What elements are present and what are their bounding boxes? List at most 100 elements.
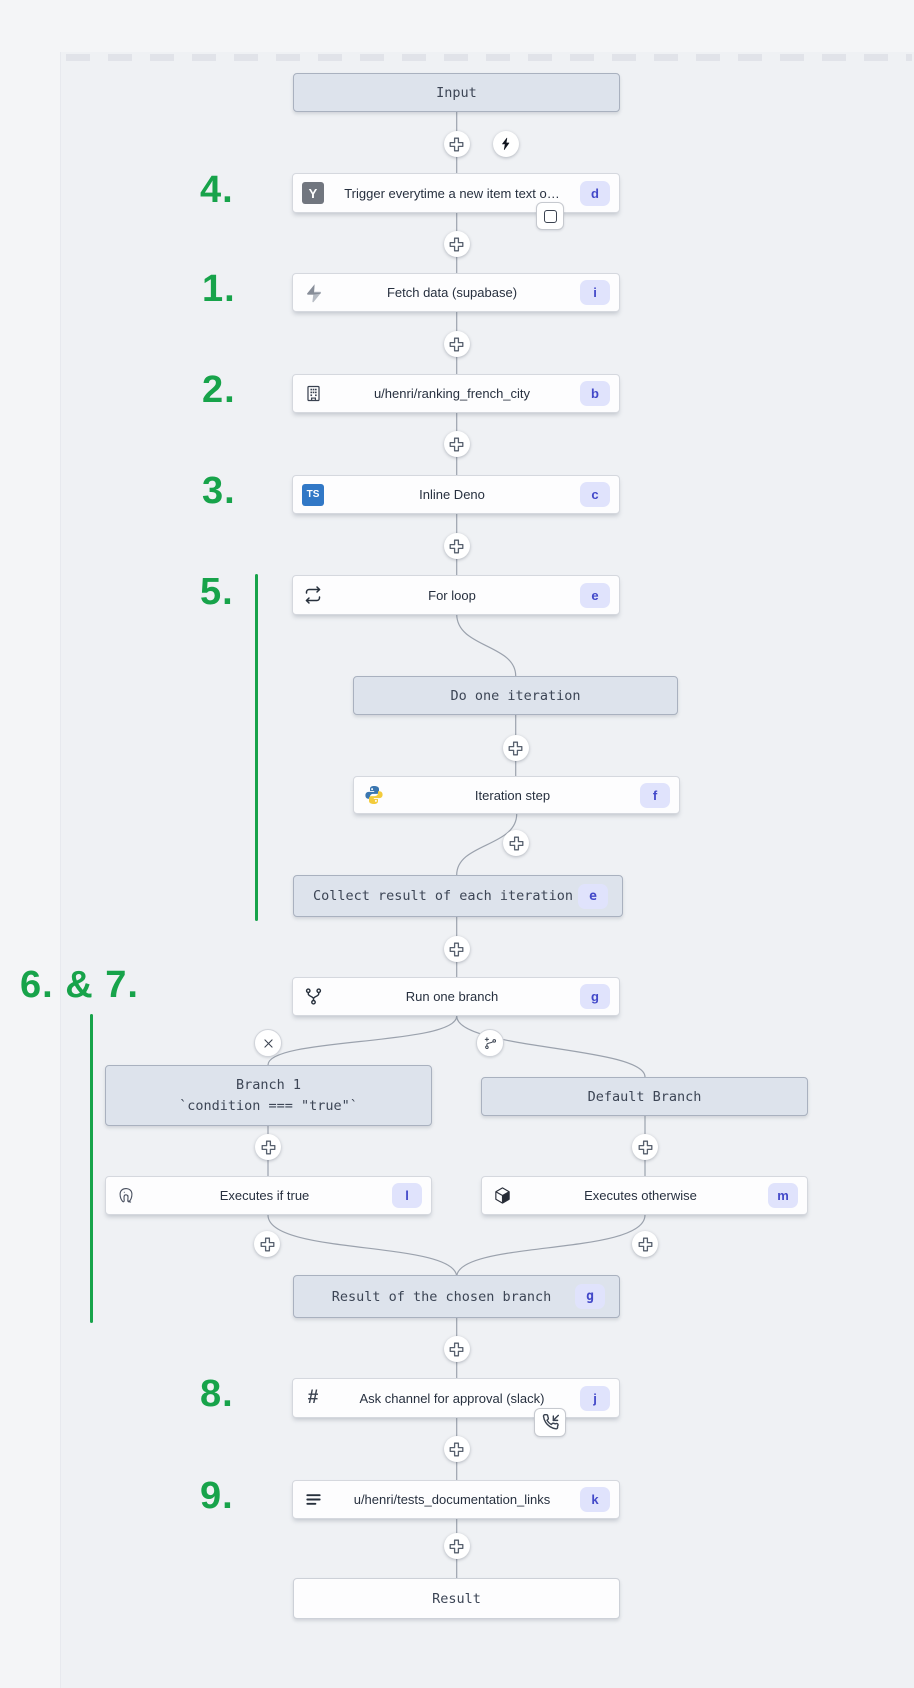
insert-step-button[interactable] — [443, 131, 470, 157]
node-executes-if-true-label: Executes if true — [219, 1188, 310, 1203]
step-id-badge: f — [640, 782, 670, 808]
node-ask-approval[interactable]: # Ask channel for approval (slack) j — [292, 1378, 620, 1418]
plus-icon — [449, 137, 464, 151]
plus-icon — [449, 337, 464, 351]
slack-hash-icon: # — [307, 1387, 319, 1408]
step-id-badge: b — [580, 381, 610, 406]
node-iteration-step-label: Iteration step — [474, 787, 551, 803]
node-run-one-branch[interactable]: Run one branch g — [292, 977, 620, 1016]
do-one-iteration-label: Do one iteration — [450, 687, 581, 704]
early-stop-badge[interactable] — [536, 202, 564, 230]
node-trigger-label: Trigger everytime a new item text o… — [344, 185, 560, 201]
annotation-step-6-7: 6. & 7. — [20, 964, 139, 1006]
result-chosen-branch-node[interactable]: Result of the chosen branch g — [293, 1275, 620, 1318]
node-executes-if-true[interactable]: Executes if true l — [105, 1176, 432, 1215]
branch-add-icon — [484, 1036, 496, 1049]
node-inline-deno[interactable]: TS Inline Deno c — [292, 475, 620, 514]
input-node-label: Input — [436, 84, 477, 101]
step-id-badge: d — [580, 180, 610, 206]
plus-icon — [261, 1140, 275, 1154]
insert-step-button[interactable] — [443, 331, 470, 357]
result-chosen-branch-label: Result of the chosen branch — [331, 1288, 552, 1305]
insert-step-button[interactable] — [443, 533, 470, 559]
add-branch-button[interactable] — [476, 1029, 504, 1057]
insert-step-button[interactable] — [502, 735, 529, 761]
building-icon — [302, 383, 324, 405]
insert-step-button[interactable] — [443, 1533, 470, 1559]
step-id-badge: m — [768, 1183, 798, 1208]
supabase-icon — [302, 282, 324, 304]
node-run-one-branch-label: Run one branch — [405, 989, 499, 1004]
plus-icon — [449, 1442, 464, 1456]
suspend-approval-badge[interactable] — [534, 1408, 566, 1437]
repeat-icon — [302, 584, 324, 606]
close-icon — [263, 1038, 273, 1048]
step-id-badge: i — [580, 280, 610, 305]
branch-merge-icon — [302, 986, 324, 1008]
hacker-news-icon: Y — [302, 182, 324, 204]
node-inline-deno-label: Inline Deno — [419, 487, 485, 502]
node-trigger[interactable]: Y Trigger everytime a new item text o… d — [292, 173, 620, 213]
node-iteration-step[interactable]: Iteration step f — [353, 776, 680, 814]
node-ranking-script[interactable]: u/henri/ranking_french_city b — [292, 374, 620, 413]
insert-step-button[interactable] — [503, 830, 529, 856]
default-branch-label: Default Branch — [587, 1088, 702, 1105]
branch-1-header-node[interactable]: Branch 1 `condition === "true"` — [105, 1065, 432, 1126]
annotation-step-3: 3. — [202, 470, 236, 512]
insert-step-button[interactable] — [443, 1336, 470, 1362]
insert-step-button[interactable] — [443, 936, 470, 962]
cube-icon — [491, 1185, 513, 1207]
branch-1-title: Branch 1 — [235, 1076, 302, 1093]
node-ask-approval-label: Ask channel for approval (slack) — [359, 1390, 545, 1406]
step-id-badge: e — [578, 883, 608, 909]
node-tests-documentation-links[interactable]: u/henri/tests_documentation_links k — [292, 1480, 620, 1519]
node-fetch-data-label: Fetch data (supabase) — [386, 285, 518, 300]
insert-step-button[interactable] — [632, 1134, 658, 1160]
plus-icon — [449, 1539, 464, 1553]
result-node-label: Result — [432, 1590, 481, 1607]
insert-step-button[interactable] — [443, 1436, 470, 1462]
plus-icon — [638, 1140, 652, 1154]
node-executes-otherwise[interactable]: Executes otherwise m — [481, 1176, 808, 1215]
annotation-step-8: 8. — [200, 1373, 234, 1415]
plus-icon — [449, 539, 464, 553]
default-branch-header-node[interactable]: Default Branch — [481, 1077, 808, 1116]
step-id-badge: g — [580, 984, 610, 1009]
collect-result-node[interactable]: Collect result of each iteration e — [293, 875, 623, 917]
plus-icon — [260, 1237, 274, 1251]
node-for-loop-label: For loop — [428, 587, 476, 603]
lightning-icon — [501, 137, 509, 151]
node-for-loop[interactable]: For loop e — [292, 575, 620, 615]
annotation-step-5: 5. — [200, 571, 234, 613]
result-node[interactable]: Result — [293, 1578, 620, 1619]
annotation-step-9: 9. — [200, 1475, 234, 1517]
insert-step-button[interactable] — [443, 231, 470, 257]
annotation-bracket-branch — [90, 1014, 93, 1323]
insert-step-button[interactable] — [255, 1134, 281, 1160]
postgresql-icon — [115, 1185, 137, 1207]
node-fetch-data[interactable]: Fetch data (supabase) i — [292, 273, 620, 312]
plus-icon — [638, 1237, 652, 1251]
remove-branch-button[interactable] — [254, 1029, 282, 1057]
python-icon — [363, 784, 385, 806]
step-id-badge: c — [580, 482, 610, 507]
annotation-bracket-loop — [255, 574, 258, 921]
insert-step-button[interactable] — [254, 1231, 280, 1257]
step-id-badge: g — [575, 1284, 605, 1309]
trigger-settings-button[interactable] — [492, 131, 519, 157]
stop-square-icon — [543, 209, 557, 223]
plus-icon — [508, 741, 523, 755]
annotation-step-2: 2. — [202, 369, 236, 411]
step-id-badge: e — [580, 582, 610, 608]
plus-icon — [509, 836, 523, 850]
step-id-badge: l — [392, 1183, 422, 1208]
plus-icon — [449, 237, 464, 251]
insert-step-button[interactable] — [632, 1231, 658, 1257]
plus-icon — [449, 437, 464, 451]
plus-icon — [449, 1342, 464, 1356]
collect-result-label: Collect result of each iteration — [312, 888, 574, 904]
input-node[interactable]: Input — [293, 73, 620, 112]
insert-step-button[interactable] — [443, 431, 470, 457]
do-one-iteration-node[interactable]: Do one iteration — [353, 676, 678, 715]
phone-incoming-icon — [542, 1414, 559, 1430]
